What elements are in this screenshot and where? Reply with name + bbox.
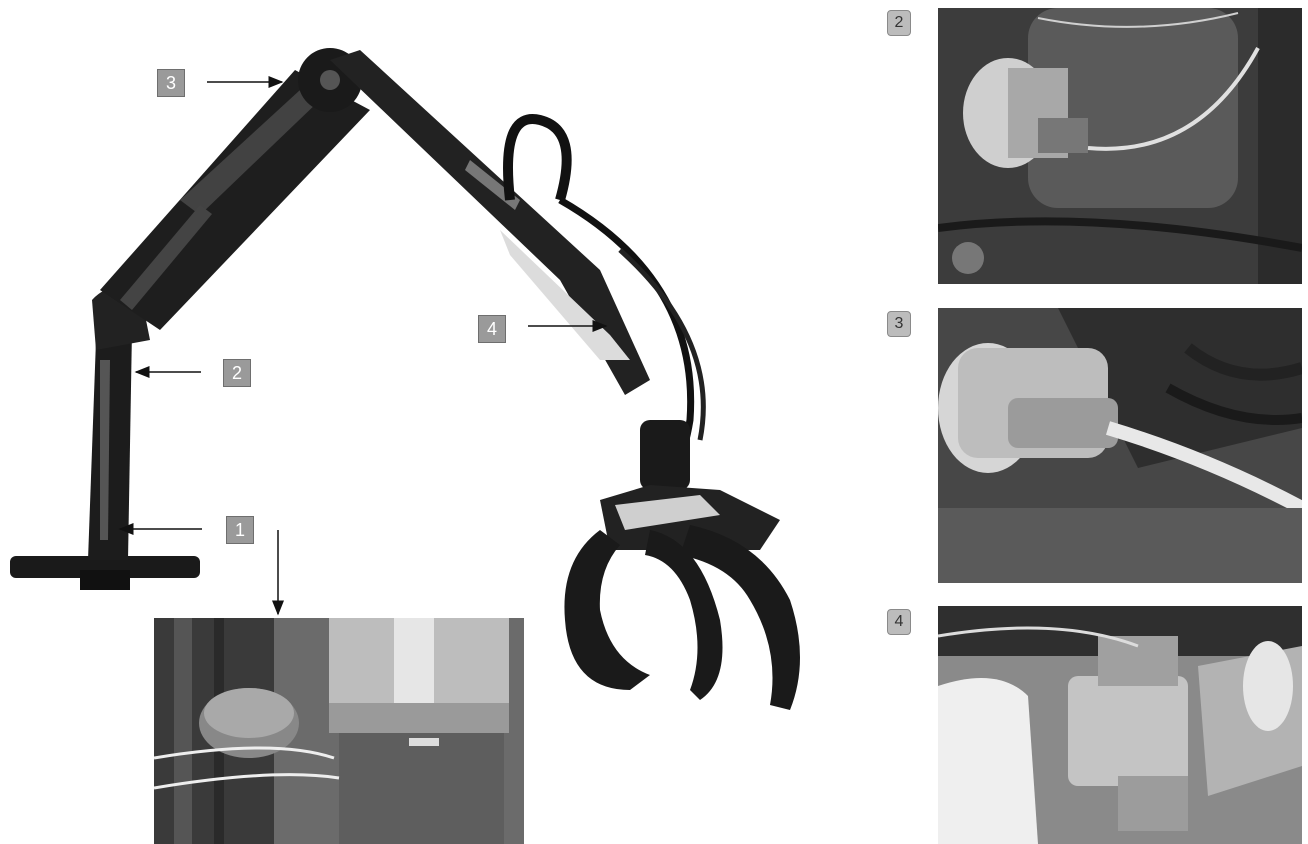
photo-badge-2: 2 bbox=[887, 10, 911, 36]
photo-sensor-1 bbox=[154, 618, 524, 844]
photo-sensor-2 bbox=[938, 8, 1302, 284]
photo-badge-3: 3 bbox=[887, 311, 911, 337]
photo-sensor-4 bbox=[938, 606, 1302, 844]
photo-badge-4: 4 bbox=[887, 609, 911, 635]
photo-sensor-3 bbox=[938, 308, 1302, 583]
